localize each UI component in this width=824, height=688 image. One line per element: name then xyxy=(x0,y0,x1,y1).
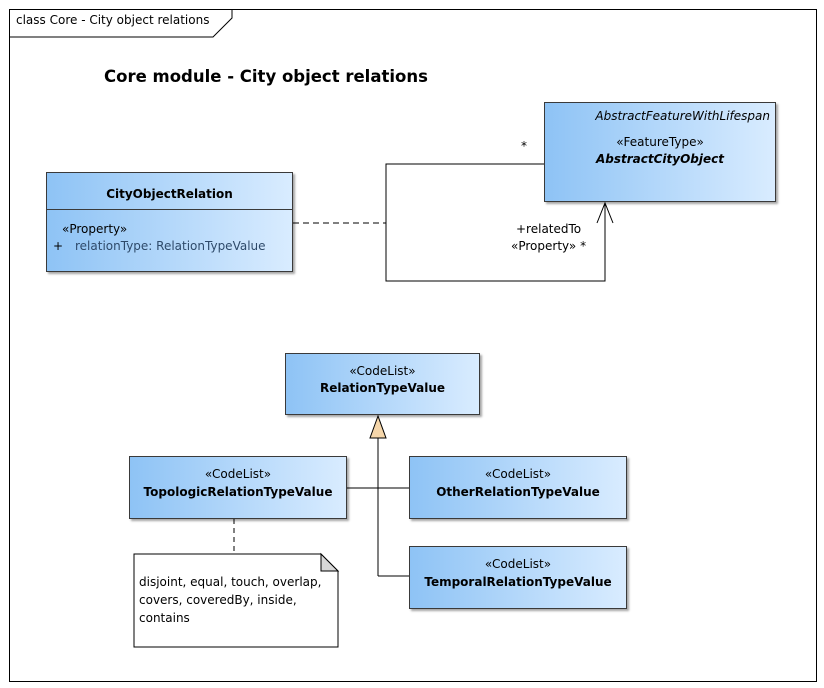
class-name: CityObjectRelation xyxy=(106,187,233,201)
note-text: disjoint, equal, touch, overlap, covers,… xyxy=(139,575,322,625)
class-city-object-relation[interactable]: CityObjectRelation «Property» + relation… xyxy=(46,172,293,272)
class-name: OtherRelationTypeValue xyxy=(436,485,600,499)
class-name: AbstractCityObject xyxy=(596,152,724,166)
class-temporal-relation-type-value[interactable]: «CodeList» TemporalRelationTypeValue xyxy=(409,546,627,609)
class-name: TopologicRelationTypeValue xyxy=(143,485,333,499)
association-role-stereotype: «Property» * xyxy=(511,239,587,253)
class-stereotype: «CodeList» xyxy=(204,467,272,481)
class-name: RelationTypeValue xyxy=(319,381,446,395)
class-relation-type-value[interactable]: «CodeList» RelationTypeValue xyxy=(285,353,480,415)
class-stereotype: «FeatureType» xyxy=(616,135,704,149)
diagram-heading: Core module - City object relations xyxy=(104,67,428,86)
association-arrowhead xyxy=(596,201,614,224)
class-stereotype: «CodeList» xyxy=(484,557,552,571)
attribute-relation-type: relationType: RelationTypeValue xyxy=(75,239,266,253)
class-abstract-city-object[interactable]: AbstractFeatureWithLifespan «FeatureType… xyxy=(544,102,776,202)
class-name: TemporalRelationTypeValue xyxy=(424,575,612,589)
diagram-frame xyxy=(9,9,817,682)
class-separator xyxy=(47,209,292,210)
association-role: +relatedTo xyxy=(516,222,582,236)
class-topologic-relation-type-value[interactable]: «CodeList» TopologicRelationTypeValue xyxy=(129,456,347,519)
note-shape xyxy=(133,553,339,648)
frame-label: class Core - City object relations xyxy=(16,13,210,27)
frame-tab xyxy=(9,9,233,38)
related-to-association xyxy=(385,163,606,282)
class-other-relation-type-value[interactable]: «CodeList» OtherRelationTypeValue xyxy=(409,456,627,519)
note-fold xyxy=(320,552,340,572)
attribute-visibility: + xyxy=(53,239,64,253)
class-stereotype: «CodeList» xyxy=(484,467,552,481)
association-multiplicity-top: * xyxy=(521,139,527,153)
class-stereotype: «CodeList» xyxy=(349,364,416,378)
parent-class-label: AbstractFeatureWithLifespan xyxy=(595,109,770,123)
attribute-stereotype: «Property» xyxy=(62,222,128,236)
generalization-triangle xyxy=(369,414,387,439)
